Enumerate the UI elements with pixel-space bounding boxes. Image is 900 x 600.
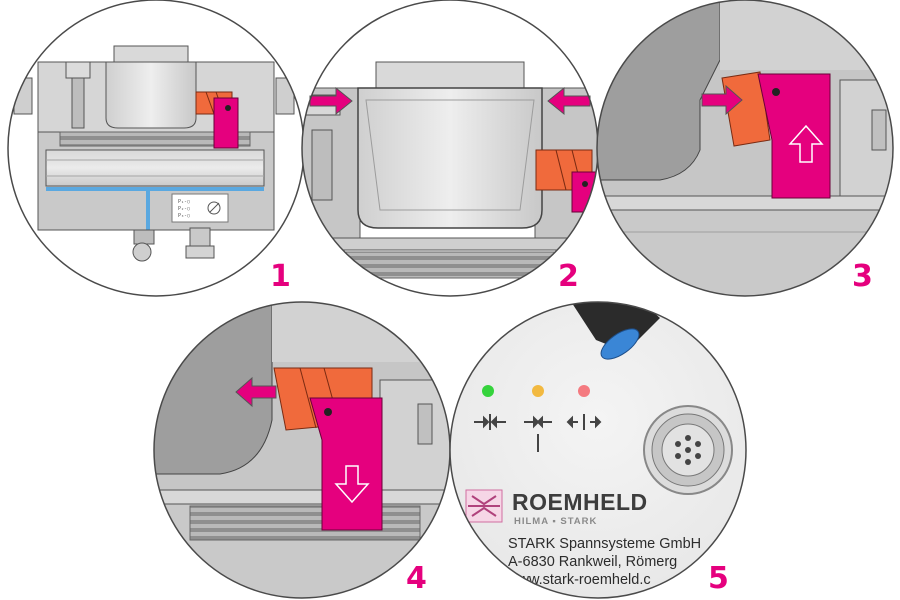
led-green-icon (482, 385, 494, 397)
led-red-icon (578, 385, 590, 397)
inward-arrow-left-icon (309, 86, 353, 116)
inward-arrow-right-icon (547, 86, 591, 116)
step-1-panel: P₁-○ P₂-○ P₃-○ 1 (7, 0, 305, 297)
svg-text:P₁-○: P₁-○ (178, 199, 190, 205)
web-line: www.stark-roemheld.c (507, 572, 651, 588)
led-yellow-icon (532, 385, 544, 397)
brand-name: ROEMHELD (512, 489, 648, 515)
step-number-5: 5 (708, 561, 729, 596)
step-2-panel: 2 (301, 0, 599, 297)
push-arrow-icon (701, 84, 743, 116)
step-number-3: 3 (852, 259, 873, 294)
brand-subtitle: HILMA ▪ STARK (514, 516, 597, 527)
svg-text:P₂-○: P₂-○ (178, 206, 190, 212)
step-4-panel: 4 (153, 301, 451, 599)
step-number-2: 2 (558, 259, 579, 294)
step-number-1: 1 (270, 259, 291, 294)
svg-text:P₃-○: P₃-○ (178, 213, 190, 219)
status-leds (482, 385, 590, 397)
step-5-panel: ROEMHELD HILMA ▪ STARK STARK Spannsystem… (449, 301, 747, 599)
state-symbols (474, 414, 602, 452)
address-line: A-6830 Rankweil, Römerg (508, 554, 677, 570)
company-line: STARK Spannsysteme GmbH (508, 536, 701, 552)
retract-arrow-icon (235, 376, 277, 408)
roemheld-logo-icon (465, 489, 503, 523)
step-number-4: 4 (406, 561, 427, 596)
connector-socket-icon (643, 405, 733, 495)
step-3-panel: 3 (596, 0, 894, 297)
